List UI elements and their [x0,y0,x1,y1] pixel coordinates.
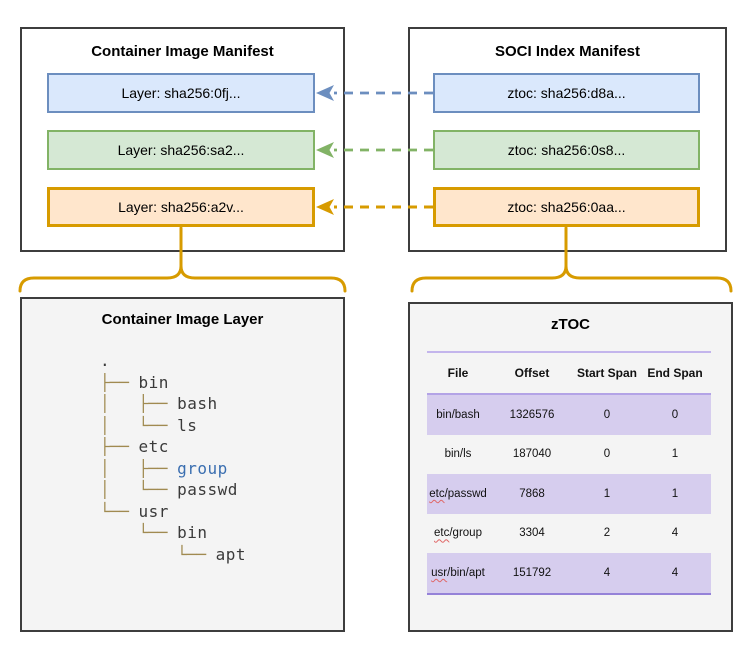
tree-node: │ ├── group [100,458,228,478]
ztoc-header-cell: File [447,366,469,380]
ztoc-value-cell: 7868 [519,487,545,500]
ztoc-value-cell: 187040 [512,448,552,461]
tree-node: │ └── passwd [100,480,238,499]
ztoc-value-cell: 0 [671,408,679,421]
ztoc-box-blue-label: ztoc: sha256:d8a... [507,85,626,101]
ztoc-header-cell: End Span [647,366,703,380]
ztoc-value-cell: 1 [671,448,679,461]
ztoc-row: bin/bash 1326576 0 0 [427,395,711,435]
tree-node: ├── bin [100,372,169,392]
ztoc-value-cell: 4 [603,566,611,579]
tree-node: └── bin [100,523,208,542]
file-tree: . ├── bin │ ├── bash │ └── ls ├── etc │ ├── g… [100,350,246,565]
ztoc-header-cell: Start Span [576,366,637,380]
ztoc-value-cell: 4 [671,566,679,579]
ztoc-title: zTOC [551,316,590,333]
layer-box-green-label: Layer: sha256:sa2... [117,142,245,158]
ztoc-value-cell: 1 [671,487,679,500]
container-image-layer-title: Container Image Layer [101,311,264,328]
ztoc-box-green: ztoc: sha256:0s8... [433,130,700,170]
container-image-layer-panel: Container Image Layer [20,297,345,632]
ztoc-row: etc/passwd 7868 1 1 [427,474,711,514]
tree-node: │ ├── bash [100,394,218,413]
ztoc-header-cell: Offset [514,366,550,380]
ztoc-box-orange-label: ztoc: sha256:0aa... [507,199,626,215]
ztoc-file-cell: etc/group [434,527,482,540]
layer-box-orange: Layer: sha256:a2v... [47,187,315,227]
ztoc-file-cell: bin/bash [436,408,480,421]
ztoc-box-blue: ztoc: sha256:d8a... [433,73,700,113]
tree-node: . [100,351,111,370]
ztoc-value-cell: 4 [671,527,679,540]
tree-node: └── apt [100,544,246,564]
layer-box-orange-label: Layer: sha256:a2v... [118,199,244,215]
ztoc-value-cell: 1326576 [509,408,555,421]
ztoc-row: etc/group 3304 2 4 [427,514,711,554]
container-image-manifest-title: Container Image Manifest [91,43,274,60]
ztoc-value-cell: 0 [603,448,611,461]
ztoc-box-green-label: ztoc: sha256:0s8... [507,142,626,158]
tree-node: │ └── ls [100,415,198,435]
ztoc-file-cell: etc/passwd [429,487,487,500]
ztoc-value-cell: 2 [603,527,611,540]
ztoc-value-cell: 0 [603,408,611,421]
ztoc-row: bin/ls 187040 0 1 [427,435,711,475]
ztoc-file-cell: usr/bin/apt [431,566,485,579]
ztoc-value-cell: 1 [603,487,611,500]
tree-node: └── usr [100,501,169,521]
ztoc-value-cell: 3304 [519,527,545,540]
ztoc-value-cell: 151792 [512,566,552,579]
soci-index-manifest-title: SOCI Index Manifest [494,43,641,60]
tree-node: ├── etc [100,437,169,456]
ztoc-file-cell: bin/ls [444,448,472,461]
layer-box-blue: Layer: sha256:0fj... [47,73,315,113]
ztoc-table: File Offset Start Span End Span bin/bash 132… [427,351,711,595]
ztoc-header-row: File Offset Start Span End Span [427,353,711,395]
ztoc-row: usr/bin/apt 151792 4 4 [427,553,711,595]
ztoc-box-orange: ztoc: sha256:0aa... [433,187,700,227]
layer-box-green: Layer: sha256:sa2... [47,130,315,170]
layer-box-blue-label: Layer: sha256:0fj... [121,85,241,101]
